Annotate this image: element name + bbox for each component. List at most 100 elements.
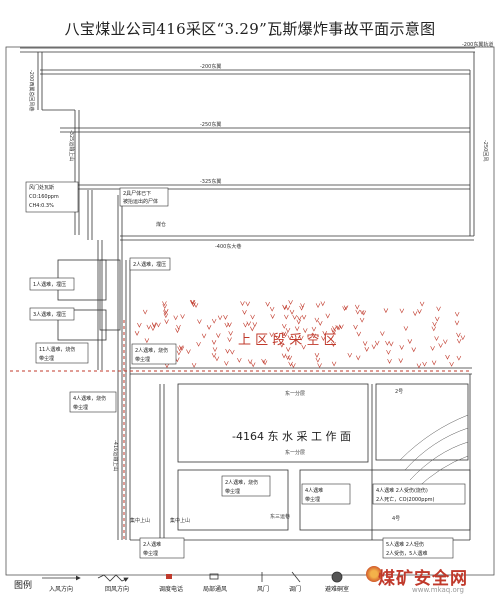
goaf-mark bbox=[388, 341, 394, 347]
goaf-mark bbox=[317, 321, 323, 326]
goaf-mark bbox=[163, 308, 169, 314]
goaf-mark bbox=[250, 326, 255, 332]
legend-item: 调门 bbox=[288, 586, 301, 593]
goaf-mark bbox=[242, 310, 247, 315]
roadway-label: 集中上山 bbox=[130, 517, 150, 524]
goaf-mark bbox=[163, 313, 169, 319]
goaf-mark bbox=[178, 345, 184, 351]
goaf-mark bbox=[287, 335, 293, 341]
goaf-mark bbox=[419, 301, 425, 307]
goaf-mark bbox=[189, 299, 195, 305]
goaf-mark bbox=[162, 304, 168, 310]
note-line: 2人遇难，烧伤 bbox=[135, 347, 168, 354]
goaf-mark bbox=[217, 315, 223, 321]
goaf-mark bbox=[180, 314, 185, 319]
goaf-mark bbox=[269, 306, 275, 312]
goaf-mark bbox=[311, 333, 316, 339]
roadway-label: 4号 bbox=[392, 516, 400, 522]
goaf-mark bbox=[197, 319, 202, 325]
goaf-mark bbox=[269, 332, 274, 338]
goaf-mark bbox=[356, 331, 362, 337]
note-line: 带尘埋 bbox=[135, 356, 150, 363]
note-line: 4人遇难 2人受伤(烧伤) bbox=[376, 487, 428, 494]
goaf-mark bbox=[211, 340, 217, 345]
goaf-mark bbox=[299, 305, 304, 311]
goaf-mark bbox=[331, 361, 337, 367]
goaf-mark bbox=[190, 300, 196, 305]
legend-item: 局部通风 bbox=[202, 586, 227, 593]
goaf-mark bbox=[361, 310, 367, 316]
note-line: 2人遇难，埋压 bbox=[133, 261, 166, 268]
goaf-mark bbox=[206, 325, 212, 330]
goaf-mark bbox=[173, 315, 178, 321]
goaf-mark bbox=[212, 347, 218, 353]
goaf-mark bbox=[281, 324, 287, 329]
goaf-mark bbox=[162, 301, 167, 307]
goaf-mark bbox=[460, 335, 466, 341]
goaf-mark bbox=[285, 347, 291, 352]
note-line: 2人遇难 bbox=[143, 541, 161, 548]
watermark-url: www.mkaq.org bbox=[412, 586, 464, 594]
goaf-mark bbox=[296, 319, 302, 325]
goaf-mark bbox=[355, 355, 361, 361]
legend-title: 图例 bbox=[14, 581, 33, 591]
goaf-mark bbox=[294, 326, 300, 332]
note-line: CH4:0.3% bbox=[29, 203, 54, 209]
goaf-mark bbox=[315, 357, 321, 363]
goaf-mark bbox=[243, 322, 248, 328]
roadway-label: -325运输上山 bbox=[68, 130, 75, 161]
goaf-mark bbox=[342, 306, 347, 312]
goaf-mark bbox=[240, 301, 245, 307]
roadway-label: 东三运巷 bbox=[270, 513, 290, 520]
face-hatching bbox=[399, 414, 469, 491]
goaf-mark bbox=[359, 309, 365, 315]
goaf-mark bbox=[443, 339, 448, 345]
legend-symbols bbox=[42, 571, 343, 583]
goaf-mark bbox=[454, 311, 460, 317]
goaf-mark bbox=[331, 329, 337, 335]
goaf-mark bbox=[417, 309, 422, 314]
roadway-label: -325东翼 bbox=[200, 178, 221, 185]
goaf-mark bbox=[142, 309, 148, 315]
goaf-mark bbox=[230, 349, 235, 355]
goaf-label: 上 区 段 采 空 区 bbox=[238, 333, 337, 348]
goaf-mark bbox=[314, 317, 320, 323]
note-line: 2人受伤，5人遇难 bbox=[386, 550, 427, 557]
goaf-mark bbox=[403, 326, 409, 332]
note-line: 带尘埋 bbox=[225, 488, 240, 495]
goaf-mark bbox=[134, 331, 140, 336]
note-line: 4人遇难 bbox=[305, 487, 323, 494]
watermark-logo-icon bbox=[366, 566, 382, 582]
roadway-label: 东一分层 bbox=[285, 390, 305, 397]
goaf-mark bbox=[301, 314, 307, 320]
roadway-label: 东一分层 bbox=[285, 449, 305, 456]
goaf-mark bbox=[281, 353, 287, 359]
goaf-mark bbox=[407, 339, 413, 344]
goaf-mark bbox=[284, 314, 289, 320]
goaf-mark bbox=[456, 355, 462, 361]
goaf-area bbox=[134, 299, 466, 369]
goaf-mark bbox=[456, 338, 462, 344]
goaf-mark bbox=[364, 347, 370, 352]
legend-item: 调度电话 bbox=[158, 586, 183, 593]
note-line: 带尘埋 bbox=[73, 404, 88, 411]
goaf-mark bbox=[191, 362, 197, 368]
roadway-label: 集中上山 bbox=[170, 517, 190, 524]
goaf-mark bbox=[335, 325, 341, 330]
goaf-mark bbox=[175, 328, 180, 334]
roadway-label: 煤仓 bbox=[156, 221, 166, 228]
goaf-mark bbox=[250, 362, 256, 368]
goaf-mark bbox=[146, 324, 152, 330]
note-line: 3人遇难，埋压 bbox=[33, 311, 66, 318]
goaf-mark bbox=[288, 361, 293, 367]
return-air-path bbox=[10, 320, 470, 540]
goaf-mark bbox=[211, 353, 217, 358]
note-line: CO:160ppm bbox=[29, 194, 59, 200]
goaf-mark bbox=[225, 348, 230, 354]
goaf-mark bbox=[176, 350, 182, 356]
goaf-mark bbox=[383, 308, 389, 314]
goaf-mark bbox=[261, 358, 266, 364]
goaf-mark bbox=[250, 314, 255, 320]
goaf-mark bbox=[227, 337, 232, 343]
